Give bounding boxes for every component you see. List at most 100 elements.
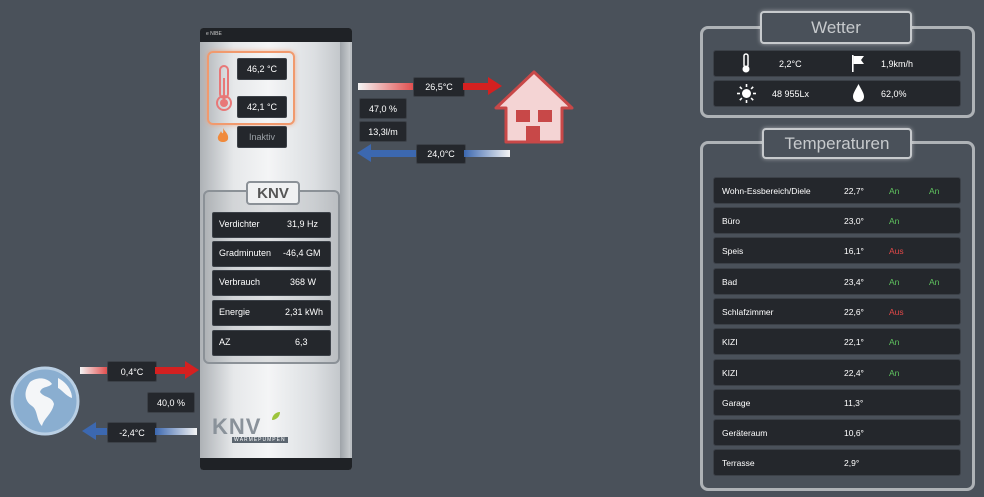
brand-leaf-icon (272, 412, 280, 420)
room-status-2: An (929, 186, 940, 196)
room-temp: 16,1° (844, 246, 864, 256)
room-temp: 23,0° (844, 216, 864, 226)
supply-arrow-tail (358, 83, 413, 90)
ground-out-arrow-shaft (94, 428, 107, 435)
ground-in-temp: 0,4°C (107, 361, 157, 382)
thermometer-icon (216, 65, 232, 111)
weather-wind: 1,9km/h (881, 59, 914, 69)
ground-out-arrow-tail (155, 428, 197, 435)
room-name: Garage (722, 398, 751, 408)
ground-out-temp: -2,4°C (107, 422, 157, 443)
weather-row-1: 2,2°C 1,9km/h (713, 50, 961, 77)
return-arrow-tail (464, 150, 510, 157)
room-row: Bad 23,4° An An (713, 268, 961, 295)
globe-icon (10, 366, 80, 436)
stat-value: 31,9 Hz (287, 219, 319, 229)
room-status-1: An (889, 186, 900, 196)
ground-out-arrow-head-icon (82, 422, 96, 440)
weather-temperature: 2,2°C (779, 59, 802, 69)
stat-label: Gradminuten (219, 248, 272, 258)
room-status-1: Aus (889, 246, 904, 256)
flow-temp-value: 46,2 °C (237, 58, 287, 80)
room-temp: 11,3° (844, 398, 864, 408)
room-row: Speis 16,1° Aus (713, 237, 961, 264)
house-icon (494, 70, 574, 144)
stat-row-degree-minutes: Gradminuten -46,4 GM (212, 241, 331, 267)
room-status-1: An (889, 277, 900, 287)
house-return-temp: 24,0°C (416, 144, 466, 164)
stat-row-compressor: Verdichter 31,9 Hz (212, 212, 331, 238)
room-row: Büro 23,0° An (713, 207, 961, 234)
stat-row-consumption: Verbrauch 368 W (212, 270, 331, 296)
house-flow-rate: 13,3l/m (359, 121, 407, 142)
room-status-1: Aus (889, 307, 904, 317)
room-temp: 10,6° (844, 428, 864, 438)
stat-row-cop: AZ 6,3 (212, 330, 331, 356)
ground-in-arrow-head-icon (185, 361, 199, 379)
room-row: Schlafzimmer 22,6° Aus (713, 298, 961, 325)
weather-humidity: 62,0% (881, 89, 907, 99)
stat-value: 2,31 kWh (285, 307, 324, 317)
room-status-1: An (889, 337, 900, 347)
room-status-2: An (929, 277, 940, 287)
room-temp: 22,6° (844, 307, 864, 317)
flow-temperature-group (207, 51, 295, 125)
room-row: Wohn-Essbereich/Diele 22,7° An An (713, 177, 961, 204)
room-name: KIZI (722, 337, 738, 347)
brand-subtitle: WÄRMEPUMPEN (232, 437, 288, 443)
weather-panel-title: Wetter (760, 11, 912, 44)
sun-icon (737, 84, 756, 103)
flag-icon (852, 55, 864, 72)
stat-label: Verdichter (219, 219, 260, 229)
weather-light: 48 955Lx (772, 89, 810, 99)
supply-arrow-shaft (463, 83, 491, 90)
room-name: Bad (722, 277, 738, 287)
brand-logo: KNV (212, 414, 262, 439)
ground-in-arrow-shaft (155, 367, 188, 374)
return-arrow-head-icon (357, 144, 371, 162)
weather-row-2: 48 955Lx 62,0% (713, 80, 961, 107)
room-row: Geräteraum 10,6° (713, 419, 961, 446)
ground-percent: 40,0 % (147, 392, 195, 413)
stat-label: Verbrauch (219, 277, 261, 287)
supply-arrow-head-icon (488, 77, 502, 95)
stat-value: 368 W (290, 277, 317, 287)
room-temp: 22,7° (844, 186, 864, 196)
temperatures-panel-title: Temperaturen (762, 128, 912, 159)
room-name: Wohn-Essbereich/Diele (722, 186, 811, 196)
room-row: KIZI 22,1° An (713, 328, 961, 355)
room-name: Büro (722, 216, 740, 226)
flame-icon (217, 128, 229, 142)
room-temp: 22,4° (844, 368, 864, 378)
room-row: Garage 11,3° (713, 389, 961, 416)
return-temp-value: 42,1 °C (237, 96, 287, 118)
droplet-icon (853, 84, 864, 102)
room-temp: 2,9° (844, 458, 860, 468)
house-percent: 47,0 % (359, 98, 407, 119)
room-row: Terrasse 2,9° (713, 449, 961, 476)
stat-value: 6,3 (295, 337, 308, 347)
room-name: Speis (722, 246, 744, 256)
stat-row-energy: Energie 2,31 kWh (212, 300, 331, 326)
room-name: Terrasse (722, 458, 755, 468)
room-status-1: An (889, 368, 900, 378)
room-name: Geräteraum (722, 428, 768, 438)
unit-manufacturer-mark: e NIBE (206, 31, 222, 37)
room-temp: 23,4° (844, 277, 864, 287)
stat-label: AZ (219, 337, 231, 347)
heater-status-badge: Inaktiv (237, 126, 287, 148)
ground-in-arrow-tail (80, 367, 107, 374)
unit-bottom-bar (200, 458, 352, 470)
pump-stats-title: KNV (246, 181, 300, 205)
thermometer-icon (742, 53, 750, 73)
room-name: Schlafzimmer (722, 307, 774, 317)
stat-label: Energie (219, 307, 251, 317)
unit-top-bar (200, 28, 352, 42)
room-name: KIZI (722, 368, 738, 378)
room-status-1: An (889, 216, 900, 226)
unit-side-stripe (340, 42, 350, 458)
house-supply-temp: 26,5°C (413, 77, 465, 97)
room-row: KIZI 22,4° An (713, 359, 961, 386)
room-temp: 22,1° (844, 337, 864, 347)
return-arrow-shaft (369, 150, 416, 157)
